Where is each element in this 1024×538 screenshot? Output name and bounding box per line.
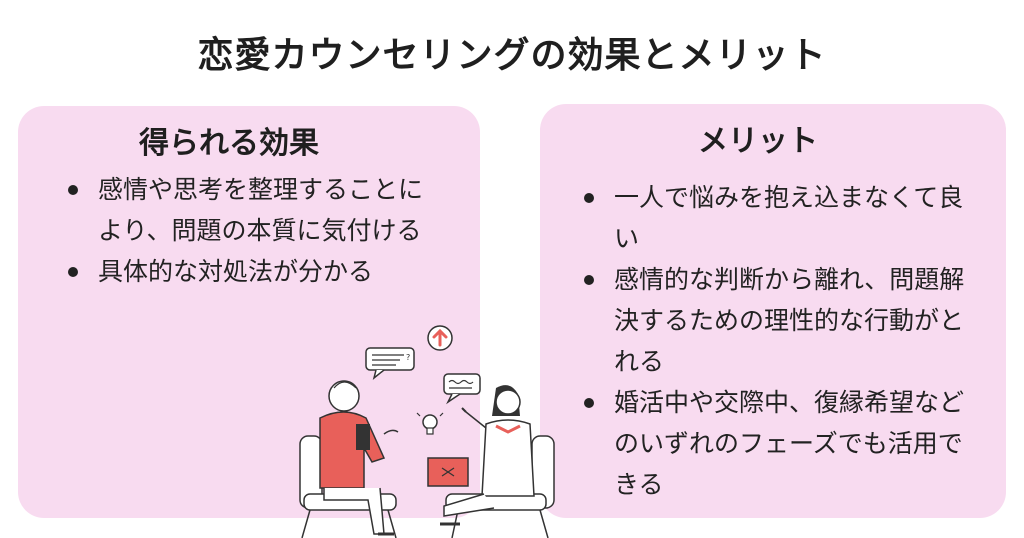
effects-list: 感情や思考を整理することにより、問題の本質に気付ける 具体的な対処法が分かる — [64, 169, 444, 292]
list-item: 具体的な対処法が分かる — [64, 251, 444, 292]
chat-bubble-icon — [443, 373, 481, 405]
list-item: 感情や思考を整理することにより、問題の本質に気付ける — [64, 169, 444, 251]
bullet-icon — [68, 267, 78, 277]
bullet-icon — [68, 185, 78, 195]
merits-list: 一人で悩みを抱え込まなくて良い 感情的な判断から離れ、問題解決するための理性的な… — [580, 177, 980, 505]
lightbulb-icon — [416, 412, 444, 435]
merits-heading: メリット — [698, 124, 818, 159]
man-figure — [319, 380, 399, 536]
bullet-icon — [584, 275, 594, 285]
bullet-icon — [584, 193, 594, 203]
speech-bubble-icon: ? — [365, 347, 415, 380]
effects-card: 得られる効果 感情や思考を整理することにより、問題の本質に気付ける 具体的な対処… — [18, 106, 480, 518]
svg-text:?: ? — [406, 353, 410, 362]
list-item: 一人で悩みを抱え込まなくて良い — [580, 177, 980, 259]
list-item: 婚活中や交際中、復縁希望などのいずれのフェーズでも活用できる — [580, 382, 980, 505]
counseling-illustration: ? — [299, 325, 555, 538]
list-item: 感情的な判断から離れ、問題解決するための理性的な行動がとれる — [580, 259, 980, 382]
merits-card: メリット 一人で悩みを抱え込まなくて良い 感情的な判断から離れ、問題解決するため… — [540, 104, 1006, 518]
clipboard-icon — [356, 424, 370, 450]
effects-heading: 得られる効果 — [139, 126, 319, 161]
bullet-icon — [584, 398, 594, 408]
up-arrow-icon — [427, 325, 453, 351]
woman-figure — [440, 385, 535, 526]
page-title: 恋愛カウンセリングの効果とメリット — [197, 35, 827, 76]
laptop-icon — [427, 457, 469, 487]
